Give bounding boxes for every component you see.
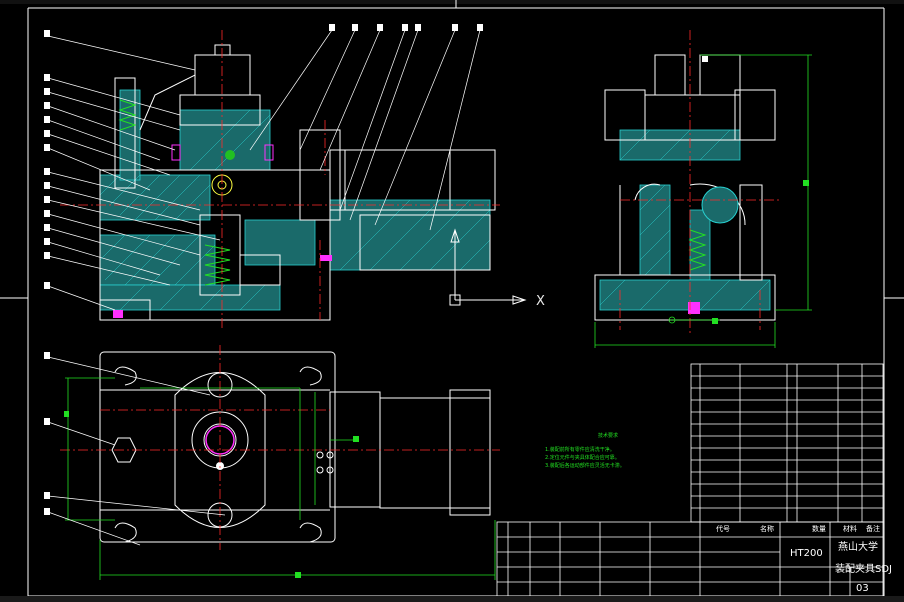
viewport-top-bar xyxy=(0,0,904,4)
front-view: X xyxy=(44,24,545,330)
sheet-number: 03 xyxy=(856,583,869,594)
title-block xyxy=(496,521,884,597)
header-code: 代号 xyxy=(716,524,730,533)
viewport-bottom-bar xyxy=(0,596,904,602)
technical-notes: 技术要求 1.装配前所有零件应清洗干净。 2.定位元件与夹具体配合应可靠。 3.… xyxy=(545,432,625,469)
note-line-1: 1.装配前所有零件应清洗干净。 xyxy=(545,446,615,453)
material-label: HT200 xyxy=(790,548,823,559)
school-name: 燕山大学 xyxy=(838,540,878,553)
axis-x-label: X xyxy=(536,294,545,309)
top-view xyxy=(44,345,500,580)
parts-list xyxy=(690,363,884,523)
note-line-2: 2.定位元件与夹具体配合应可靠。 xyxy=(545,454,620,461)
header-name: 名称 xyxy=(760,524,774,533)
drawing-title: 装配夹具SDJ xyxy=(835,562,892,575)
parts-list-header: 代号 名称 数量 材料 备注 xyxy=(716,524,880,533)
notes-title: 技术要求 xyxy=(598,432,618,439)
side-view xyxy=(594,30,812,348)
header-remark: 备注 xyxy=(866,524,880,533)
header-qty: 数量 xyxy=(812,524,826,533)
note-line-3: 3.装配后各运动部件应灵活无卡滞。 xyxy=(545,462,625,469)
ucs-icon xyxy=(449,228,527,306)
header-material: 材料 xyxy=(843,524,857,533)
title-block-text: HT200 燕山大学 装配夹具SDJ 03 xyxy=(790,540,892,594)
